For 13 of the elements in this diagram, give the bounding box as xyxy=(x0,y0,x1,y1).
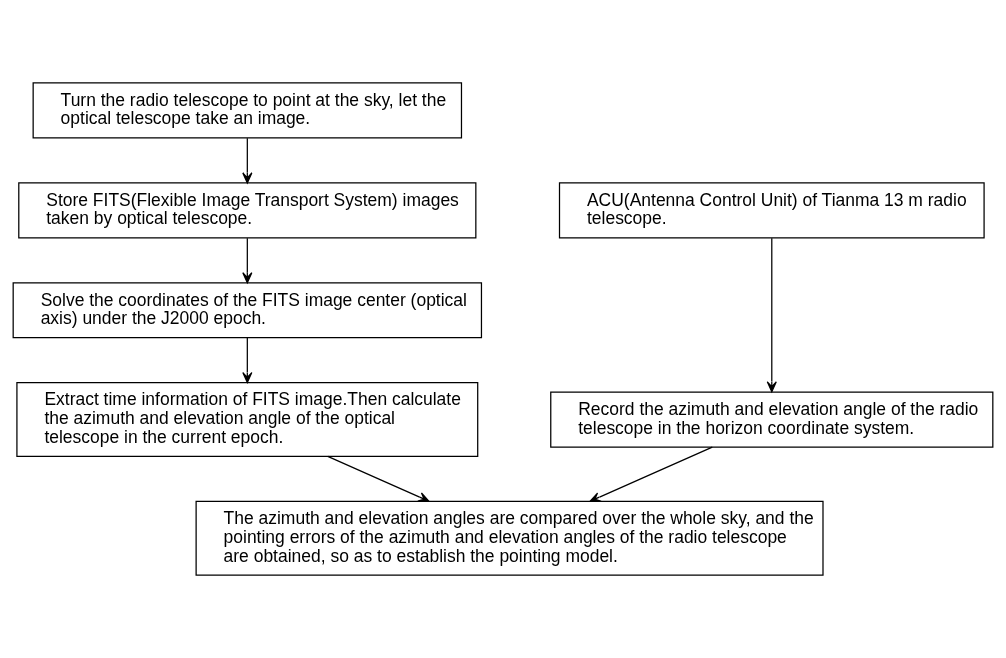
arrow xyxy=(766,237,777,393)
arrow xyxy=(327,455,430,502)
node-box: Extract time information of FITS image.Then calculate the azimuth and elevation angle of the optical telescope in the current epoch. xyxy=(16,382,479,457)
node-box: ACU(Antenna Control Unit) of Tianma 13 m radio telescope. xyxy=(558,182,985,239)
arrow xyxy=(589,446,713,502)
node-box: Turn the radio telescope to point at the sky, let the optical telescope take an image. xyxy=(32,82,463,139)
node-box: The azimuth and elevation angles are compared over the whole sky, and the pointing errors of the azimuth and elevation angles of the radio telescope are obtained, so as to establish the pointing model. xyxy=(195,500,824,576)
node-box: Record the azimuth and elevation angle of the radio telescope in the horizon coordinate system. xyxy=(550,391,994,448)
arrow xyxy=(242,237,253,284)
node-box: Store FITS(Flexible Image Transport System) images taken by optical telescope. xyxy=(18,182,477,239)
arrow xyxy=(242,137,253,184)
node-box: Solve the coordinates of the FITS image center (optical axis) under the J2000 epoch. xyxy=(12,282,483,339)
arrow xyxy=(242,337,253,384)
